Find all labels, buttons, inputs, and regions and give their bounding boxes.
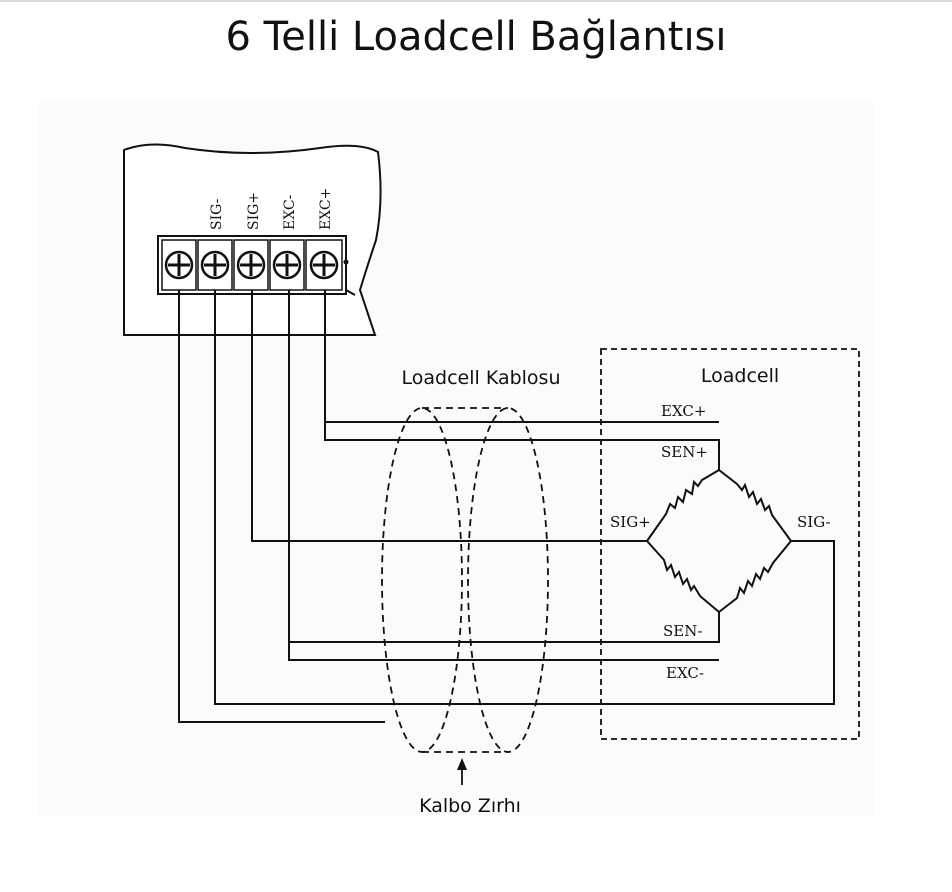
resistor-bottom-right bbox=[718, 540, 792, 613]
wire-sig-plus bbox=[251, 290, 647, 542]
terminal-label-sig-minus: SIG- bbox=[209, 198, 225, 230]
screw-icon bbox=[200, 250, 230, 280]
bridge-label-exc-minus: EXC- bbox=[666, 664, 704, 682]
wheatstone-bridge bbox=[646, 469, 792, 613]
page-title: 6 Telli Loadcell Bağlantısı bbox=[225, 14, 727, 60]
resistor-top-left bbox=[646, 469, 720, 542]
cable-label: Loadcell Kablosu bbox=[402, 367, 561, 389]
bridge-label-sig-minus: SIG- bbox=[797, 513, 831, 531]
bridge-label-sen-minus: SEN- bbox=[663, 622, 702, 640]
screw-icon bbox=[309, 250, 339, 280]
bridge-label-exc-plus: EXC+ bbox=[661, 402, 706, 420]
bridge-label-sen-plus: SEN+ bbox=[661, 443, 708, 461]
terminal-label-sig-plus: SIG+ bbox=[246, 192, 262, 230]
resistor-bottom-left bbox=[646, 540, 720, 613]
terminal-block bbox=[157, 235, 356, 296]
loadcell-box bbox=[600, 348, 860, 740]
screw-icon bbox=[236, 250, 266, 280]
screw-icon bbox=[272, 250, 302, 280]
resistor-top-right bbox=[718, 469, 792, 542]
bridge-label-sig-plus: SIG+ bbox=[610, 513, 651, 531]
terminal-label-exc-plus: EXC+ bbox=[318, 188, 334, 230]
loadcell-label: Loadcell bbox=[701, 365, 779, 387]
wire-exc-minus bbox=[288, 290, 719, 661]
shield-label: Kalbo Zırhı bbox=[419, 795, 521, 817]
wire-exc-plus bbox=[324, 290, 720, 470]
wires bbox=[178, 290, 835, 723]
wire-sig-minus bbox=[214, 290, 835, 705]
top-border bbox=[0, 0, 952, 2]
screw-icon bbox=[164, 250, 194, 280]
shield-arrow-icon bbox=[457, 758, 467, 785]
terminal-label-exc-minus: EXC- bbox=[282, 194, 298, 230]
wire-shield bbox=[178, 290, 385, 723]
wire-sen-minus bbox=[289, 612, 720, 643]
